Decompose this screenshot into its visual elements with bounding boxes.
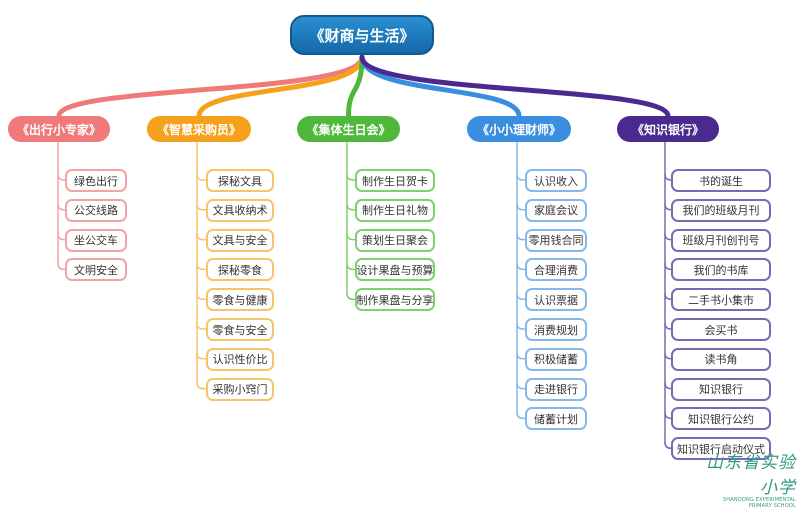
leaf-topic[interactable]: 班级月刊创刊号 bbox=[671, 228, 771, 252]
leaf-topic[interactable]: 消费规划 bbox=[525, 318, 587, 341]
leaf-connector-3-8 bbox=[516, 412, 525, 420]
leaf-connector-4-9 bbox=[664, 442, 672, 449]
leaf-connector-2-3 bbox=[346, 263, 355, 271]
leaf-connector-2-1 bbox=[346, 203, 355, 211]
branch-topic-1[interactable]: 《出行小专家》 bbox=[8, 116, 110, 142]
leaf-topic[interactable]: 我们的书库 bbox=[671, 258, 771, 282]
root-connector-0 bbox=[56, 54, 365, 119]
leaf-topic[interactable]: 二手书小集市 bbox=[671, 288, 771, 312]
leaf-topic[interactable]: 文具收纳术 bbox=[206, 198, 274, 222]
leaf-topic[interactable]: 读书角 bbox=[671, 347, 771, 371]
leaf-connector-4-0 bbox=[664, 173, 672, 181]
branch-topic-2[interactable]: 《智慧采购员》 bbox=[147, 116, 251, 142]
leaf-connector-2-4 bbox=[346, 293, 355, 300]
leaf-connector-0-1 bbox=[57, 203, 65, 211]
leaf-connector-0-0 bbox=[57, 173, 65, 181]
leaf-connector-0-2 bbox=[57, 233, 65, 241]
leaf-connector-4-1 bbox=[664, 203, 672, 211]
root-topic[interactable]: 《财商与生活》 bbox=[290, 15, 434, 55]
leaf-topic[interactable]: 制作生日礼物 bbox=[355, 198, 435, 222]
leaf-connector-1-3 bbox=[196, 263, 206, 271]
leaf-topic[interactable]: 采购小窍门 bbox=[206, 377, 274, 401]
leaf-connector-3-2 bbox=[516, 233, 525, 241]
leaf-connector-3-7 bbox=[516, 382, 525, 390]
leaf-topic[interactable]: 坐公交车 bbox=[65, 228, 127, 252]
leaf-topic[interactable]: 家庭会议 bbox=[525, 198, 587, 222]
root-connector-2 bbox=[346, 54, 365, 119]
leaf-connector-1-1 bbox=[196, 203, 206, 211]
leaf-connector-4-2 bbox=[664, 233, 672, 241]
leaf-topic[interactable]: 策划生日聚会 bbox=[355, 228, 435, 252]
leaf-connector-4-6 bbox=[664, 352, 672, 360]
leaf-connector-2-0 bbox=[346, 173, 355, 181]
leaf-topic[interactable]: 探秘零食 bbox=[206, 258, 274, 282]
leaf-topic[interactable]: 走进银行 bbox=[525, 377, 587, 401]
leaf-connector-1-6 bbox=[196, 352, 206, 360]
leaf-connector-3-6 bbox=[516, 352, 525, 360]
leaf-topic[interactable]: 知识银行启动仪式 bbox=[671, 437, 771, 461]
leaf-topic[interactable]: 零食与安全 bbox=[206, 318, 274, 341]
leaf-topic[interactable]: 认识性价比 bbox=[206, 347, 274, 371]
branch-spine-2 bbox=[346, 142, 354, 300]
leaf-connector-4-3 bbox=[664, 263, 672, 271]
leaf-topic[interactable]: 会买书 bbox=[671, 318, 771, 341]
leaf-topic[interactable]: 合理消费 bbox=[525, 258, 587, 282]
leaf-topic[interactable]: 书的诞生 bbox=[671, 169, 771, 192]
leaf-connector-1-2 bbox=[196, 233, 206, 241]
leaf-topic[interactable]: 零食与健康 bbox=[206, 288, 274, 312]
leaf-connector-4-7 bbox=[664, 382, 672, 390]
leaf-connector-2-2 bbox=[346, 233, 355, 241]
leaf-topic[interactable]: 探秘文具 bbox=[206, 169, 274, 192]
leaf-connector-4-4 bbox=[664, 293, 672, 300]
school-logo: 山东省实验小学 SHANDONG EXPERIMENTAL PRIMARY SC… bbox=[700, 448, 796, 509]
leaf-topic[interactable]: 设计果盘与预算 bbox=[355, 258, 435, 282]
school-logo-name: 山东省实验小学 bbox=[706, 453, 796, 498]
branch-topic-4[interactable]: 《小小理财师》 bbox=[467, 116, 571, 142]
leaf-topic[interactable]: 储蓄计划 bbox=[525, 407, 587, 431]
leaf-connector-3-4 bbox=[516, 293, 525, 300]
leaf-connector-1-5 bbox=[196, 322, 206, 330]
leaf-topic[interactable]: 知识银行公约 bbox=[671, 407, 771, 431]
leaf-topic[interactable]: 积极储蓄 bbox=[525, 347, 587, 371]
leaf-connector-3-1 bbox=[516, 203, 525, 211]
branch-topic-5[interactable]: 《知识银行》 bbox=[617, 116, 719, 142]
leaf-topic[interactable]: 绿色出行 bbox=[65, 169, 127, 192]
leaf-connector-3-3 bbox=[516, 263, 525, 271]
leaf-topic[interactable]: 制作果盘与分享 bbox=[355, 288, 435, 312]
leaf-connector-4-8 bbox=[664, 412, 672, 420]
leaf-topic[interactable]: 公交线路 bbox=[65, 198, 127, 222]
root-connector-3 bbox=[359, 54, 522, 119]
leaf-connector-1-4 bbox=[196, 293, 206, 300]
leaf-connector-1-7 bbox=[196, 382, 206, 390]
branch-topic-3[interactable]: 《集体生日会》 bbox=[297, 116, 400, 142]
leaf-connector-3-0 bbox=[516, 173, 525, 181]
leaf-topic[interactable]: 认识票据 bbox=[525, 288, 587, 312]
leaf-connector-1-0 bbox=[196, 173, 206, 181]
branch-spine-3 bbox=[516, 142, 524, 420]
leaf-topic[interactable]: 文明安全 bbox=[65, 258, 127, 282]
root-connector-1 bbox=[196, 54, 365, 119]
leaf-topic[interactable]: 我们的班级月刊 bbox=[671, 198, 771, 222]
leaf-topic[interactable]: 认识收入 bbox=[525, 169, 587, 192]
leaf-connector-0-3 bbox=[57, 263, 65, 271]
mindmap-connectors bbox=[56, 54, 672, 449]
leaf-connector-3-5 bbox=[516, 322, 525, 330]
leaf-topic[interactable]: 制作生日贺卡 bbox=[355, 169, 435, 192]
school-logo-english: SHANDONG EXPERIMENTAL PRIMARY SCHOOL bbox=[722, 497, 796, 509]
leaf-connector-4-5 bbox=[664, 322, 672, 330]
leaf-topic[interactable]: 知识银行 bbox=[671, 377, 771, 401]
root-connector-4 bbox=[359, 54, 671, 119]
leaf-topic[interactable]: 零用钱合同 bbox=[525, 228, 587, 252]
leaf-topic[interactable]: 文具与安全 bbox=[206, 228, 274, 252]
